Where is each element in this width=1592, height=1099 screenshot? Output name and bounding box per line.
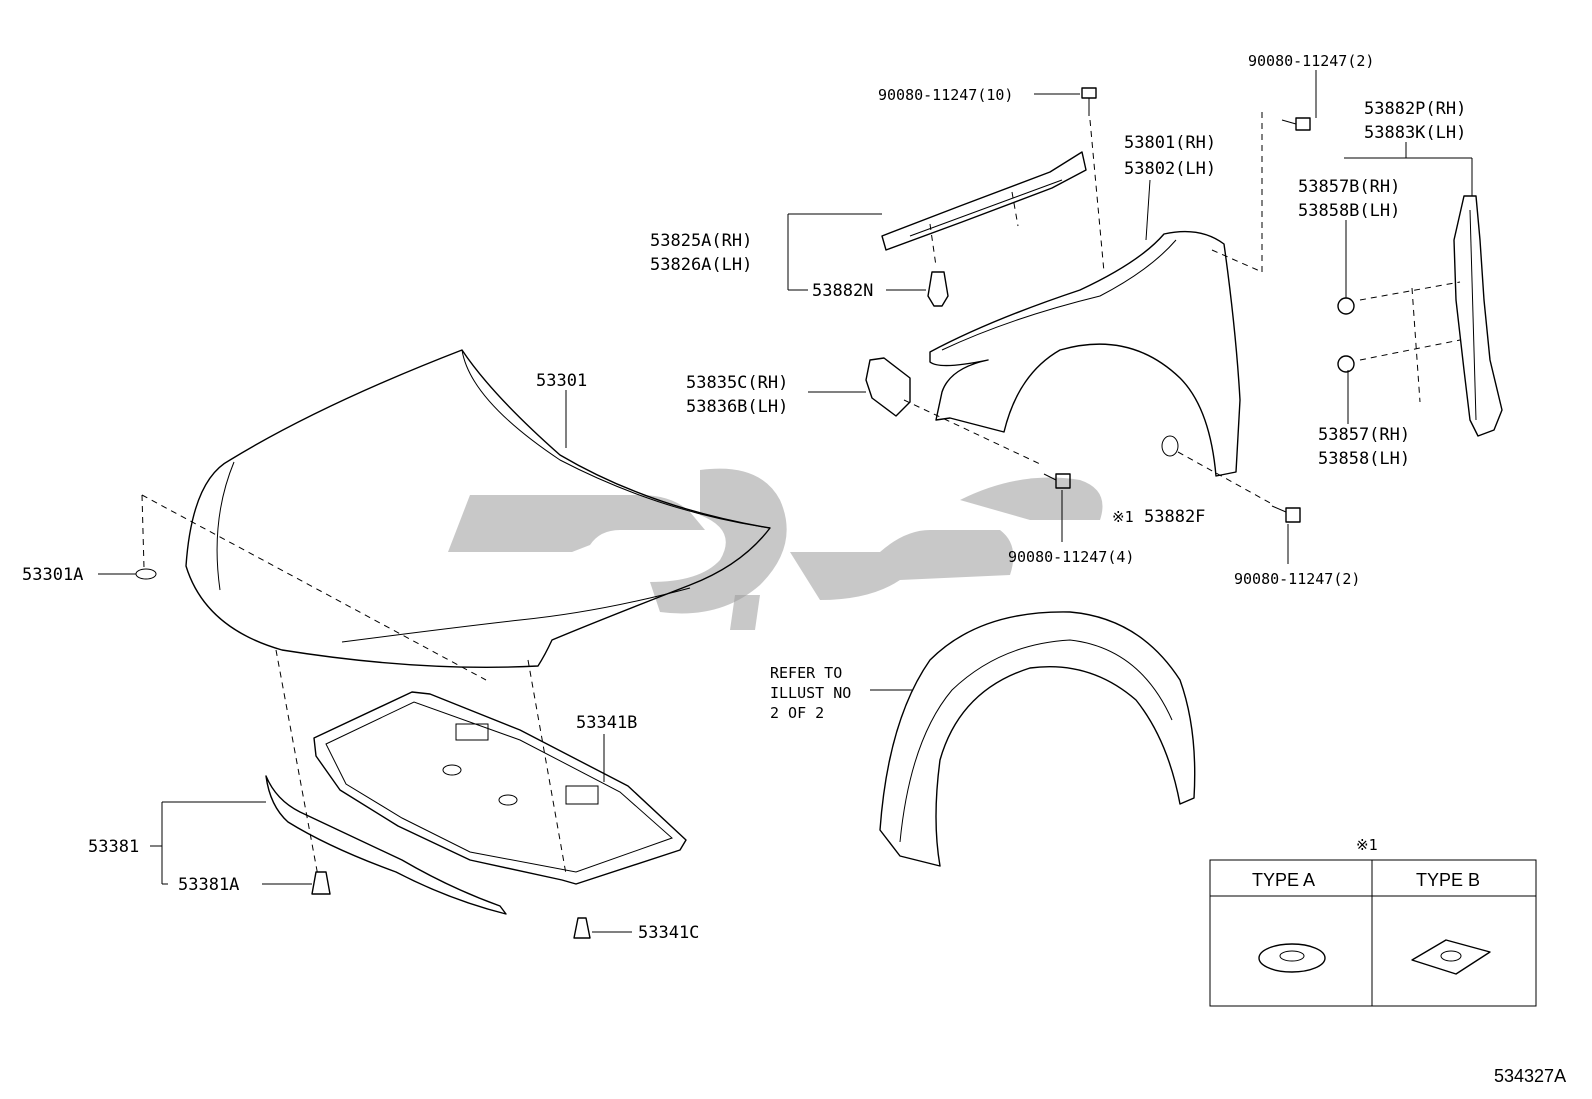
bracket-c-dash — [903, 399, 1041, 465]
label-clip-n: 53882N — [812, 281, 873, 301]
label-bolt-2-top: 90080-11247(2) — [1248, 52, 1374, 70]
label-hood: 53301 — [536, 371, 587, 391]
label-bracket-c-lh: 53836B(LH) — [686, 397, 788, 417]
leader-lines — [98, 70, 1473, 933]
table-header-type-b: TYPE B — [1416, 870, 1480, 890]
bolt-10-part — [1081, 87, 1105, 273]
hood-part — [141, 349, 771, 877]
label-seal-b-rh: 53857B(RH) — [1298, 177, 1400, 197]
seal-part — [1337, 355, 1355, 373]
bracket-c-part — [865, 357, 911, 417]
label-bracket-c-rh: 53835C(RH) — [686, 373, 788, 393]
label-washer-f: 53882F — [1144, 507, 1205, 527]
label-seal-lh: 53858(LH) — [1318, 449, 1410, 469]
bolt-2-bottom-part — [1271, 505, 1301, 523]
insulator-part — [313, 691, 687, 885]
label-bracket-rh: 53882P(RH) — [1364, 99, 1466, 119]
label-seal-hood: 53381 — [88, 837, 139, 857]
seal-b-part — [1337, 297, 1355, 315]
label-diagram-id: 534327A — [1494, 1066, 1566, 1086]
label-hood-plate: 53301A — [22, 565, 83, 585]
label-washer-mark: ※1 — [1112, 508, 1134, 526]
label-cowl-rh: 53825A(RH) — [650, 231, 752, 251]
bolt-2-top-part — [1281, 117, 1311, 131]
washer-type-table: ※1 TYPE A TYPE B — [1209, 836, 1537, 1007]
table-border — [1209, 859, 1537, 1007]
clip-insulator-part — [573, 917, 591, 939]
part-labels: 90080-11247(10) 90080-11247(2) 53882P(RH… — [22, 52, 1566, 1086]
washer-type-a-icon — [1258, 943, 1326, 973]
table-mark: ※1 — [1356, 836, 1378, 854]
label-clip-seal: 53381A — [178, 875, 239, 895]
hood-plate-part — [135, 568, 157, 580]
watermark-logo — [448, 468, 1103, 630]
washer-f-part — [1161, 435, 1179, 457]
clip-seal-part — [311, 871, 331, 895]
label-bolt-10: 90080-11247(10) — [878, 86, 1013, 104]
label-insulator: 53341B — [576, 713, 637, 733]
clip-n-part — [927, 271, 949, 307]
washer-type-b-icon — [1411, 939, 1491, 975]
hood-seal-part — [265, 775, 507, 915]
label-bolt-4: 90080-11247(4) — [1008, 548, 1134, 566]
fender-part — [929, 110, 1263, 477]
label-bolt-2-bottom: 90080-11247(2) — [1234, 570, 1360, 588]
label-clip-insulator: 53341C — [638, 923, 699, 943]
label-seal-rh: 53857(RH) — [1318, 425, 1410, 445]
fender-liner-part — [879, 611, 1196, 867]
label-ref-line3: 2 OF 2 — [770, 704, 824, 722]
cowl-side-part — [881, 151, 1087, 267]
label-fender-lh: 53802(LH) — [1124, 159, 1216, 179]
label-ref-line2: ILLUST NO — [770, 684, 851, 702]
bolt-4-part — [1043, 473, 1071, 489]
washer-dash — [1177, 451, 1273, 505]
table-header-type-a: TYPE A — [1252, 870, 1315, 890]
label-bracket-lh: 53883K(LH) — [1364, 123, 1466, 143]
label-fender-rh: 53801(RH) — [1124, 133, 1216, 153]
label-seal-b-lh: 53858B(LH) — [1298, 201, 1400, 221]
fender-bracket-part — [1359, 195, 1503, 437]
label-cowl-lh: 53826A(LH) — [650, 255, 752, 275]
label-ref-line1: REFER TO — [770, 664, 842, 682]
